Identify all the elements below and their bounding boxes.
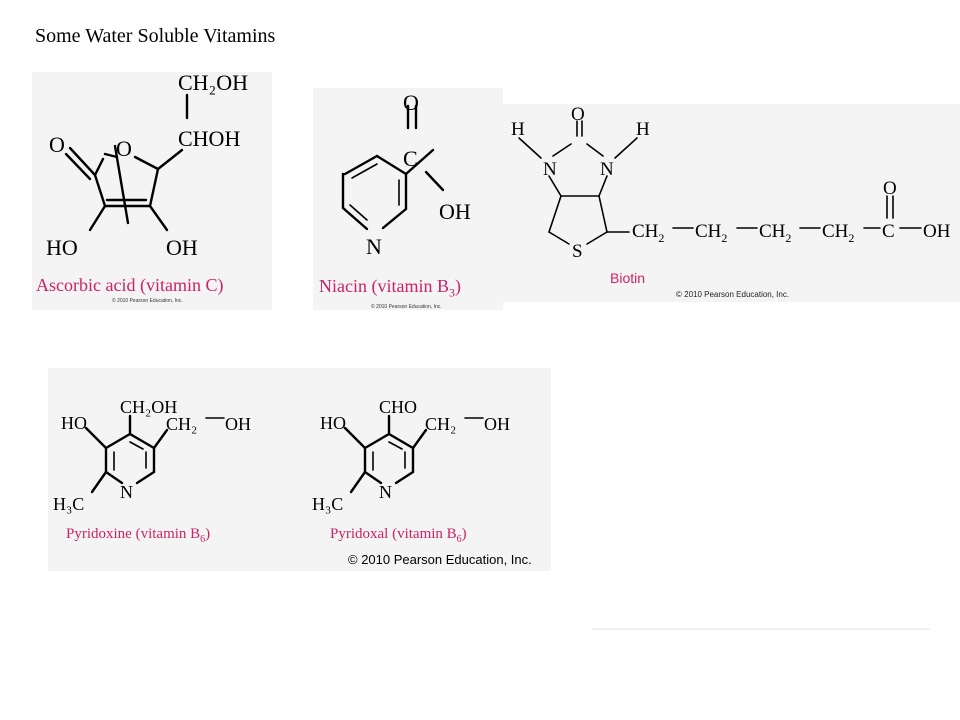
atom-oh: OH <box>225 414 251 434</box>
vitamin-b6-panel: CH₂OH HO CH₂ OH N H₃C CHO HO CH₂ OH N <box>48 368 551 571</box>
ascorbic-acid-panel: CH₂OH CHOH O O HO OH Ascorbic acid (vita… <box>32 70 272 310</box>
atom-h-left: H <box>511 119 525 140</box>
pyridoxine-caption: Pyridoxine (vitamin B6) <box>66 526 210 545</box>
atom-ring-oxygen: O <box>116 136 132 161</box>
pyridoxine-caption-subscript: 6 <box>200 534 206 545</box>
atom-n-left: N <box>543 159 557 180</box>
chain-ch2-3: CH2 <box>759 221 791 245</box>
atom-urea-oxygen: O <box>571 104 585 125</box>
ascorbic-acid-structure: CH₂OH CHOH O O HO OH <box>46 70 248 260</box>
atom-ho: HO <box>320 413 346 433</box>
atom-oh: OH <box>439 199 471 224</box>
copyright-b6: © 2010 Pearson Education, Inc. <box>348 552 532 567</box>
atom-ho: HO <box>46 235 78 260</box>
copyright-biotin: © 2010 Pearson Education, Inc. <box>676 290 790 299</box>
atom-n-right: N <box>600 159 614 180</box>
biotin-structure: H H O N N S CH2 CH2 CH2 CH2 C O OH <box>511 104 951 262</box>
atom-oh: OH <box>166 235 198 260</box>
biotin-panel: H H O N N S CH2 CH2 CH2 CH2 C O OH Bioti… <box>503 104 960 302</box>
atom-nitrogen: N <box>366 234 382 259</box>
pyridoxine-structure: CH₂OH HO CH₂ OH N H₃C <box>53 397 251 514</box>
pyridoxal-caption-subscript: 6 <box>456 534 462 545</box>
atom-oh: OH <box>484 414 510 434</box>
niacin-caption: Niacin (vitamin B3) <box>319 276 461 301</box>
niacin-caption-close: ) <box>454 276 461 296</box>
niacin-caption-subscript: 3 <box>448 285 455 300</box>
pyridoxine-caption-close: ) <box>205 526 211 542</box>
pyridoxal-caption-main: Pyridoxal (vitamin B <box>330 526 457 542</box>
niacin-structure: O C OH N <box>341 90 471 259</box>
chain-ch2-4: CH2 <box>822 221 854 245</box>
atom-carbonyl-oxygen: O <box>49 132 65 157</box>
atom-h3c: H₃C <box>53 494 84 514</box>
page-title: Some Water Soluble Vitamins <box>35 25 276 47</box>
chain-ch2-1: CH2 <box>632 221 664 245</box>
atom-choh: CHOH <box>178 126 240 151</box>
copyright-niacin: © 2010 Pearson Education, Inc. <box>371 304 442 310</box>
pyridoxal-caption: Pyridoxal (vitamin B6) <box>330 526 467 545</box>
niacin-caption-main: Niacin (vitamin B <box>319 276 449 296</box>
atom-acid-oxygen: O <box>883 178 897 199</box>
ascorbic-acid-caption: Ascorbic acid (vitamin C) <box>36 275 224 295</box>
copyright-ascorbic: © 2010 Pearson Education, Inc. <box>112 298 183 304</box>
atom-acid-carbon: C <box>882 221 895 242</box>
chain-ch2-2: CH2 <box>695 221 727 245</box>
atom-h-right: H <box>636 119 650 140</box>
atom-oxygen: O <box>403 90 419 115</box>
atom-oh: OH <box>923 221 951 242</box>
atom-ch2oh: CH₂OH <box>120 397 177 417</box>
atom-ch2: CH₂ <box>166 414 197 434</box>
niacin-panel: O C OH N Niacin (vitamin B3) © 2010 Pear… <box>313 88 503 310</box>
divider-line <box>592 628 930 630</box>
atom-sulfur: S <box>572 241 583 262</box>
atom-carbon: C <box>403 146 418 171</box>
atom-ho: HO <box>61 413 87 433</box>
biotin-caption: Biotin <box>610 270 646 286</box>
atom-cho: CHO <box>379 397 417 417</box>
pyridoxal-caption-close: ) <box>461 526 467 542</box>
atom-nitrogen: N <box>120 482 133 502</box>
atom-ch2: CH₂ <box>425 414 456 434</box>
atom-ch2oh: CH₂OH <box>178 70 248 95</box>
pyridoxine-caption-main: Pyridoxine (vitamin B <box>66 526 201 542</box>
pyridoxal-structure: CHO HO CH₂ OH N H₃C <box>312 397 510 514</box>
atom-h3c: H₃C <box>312 494 343 514</box>
atom-nitrogen: N <box>379 482 392 502</box>
